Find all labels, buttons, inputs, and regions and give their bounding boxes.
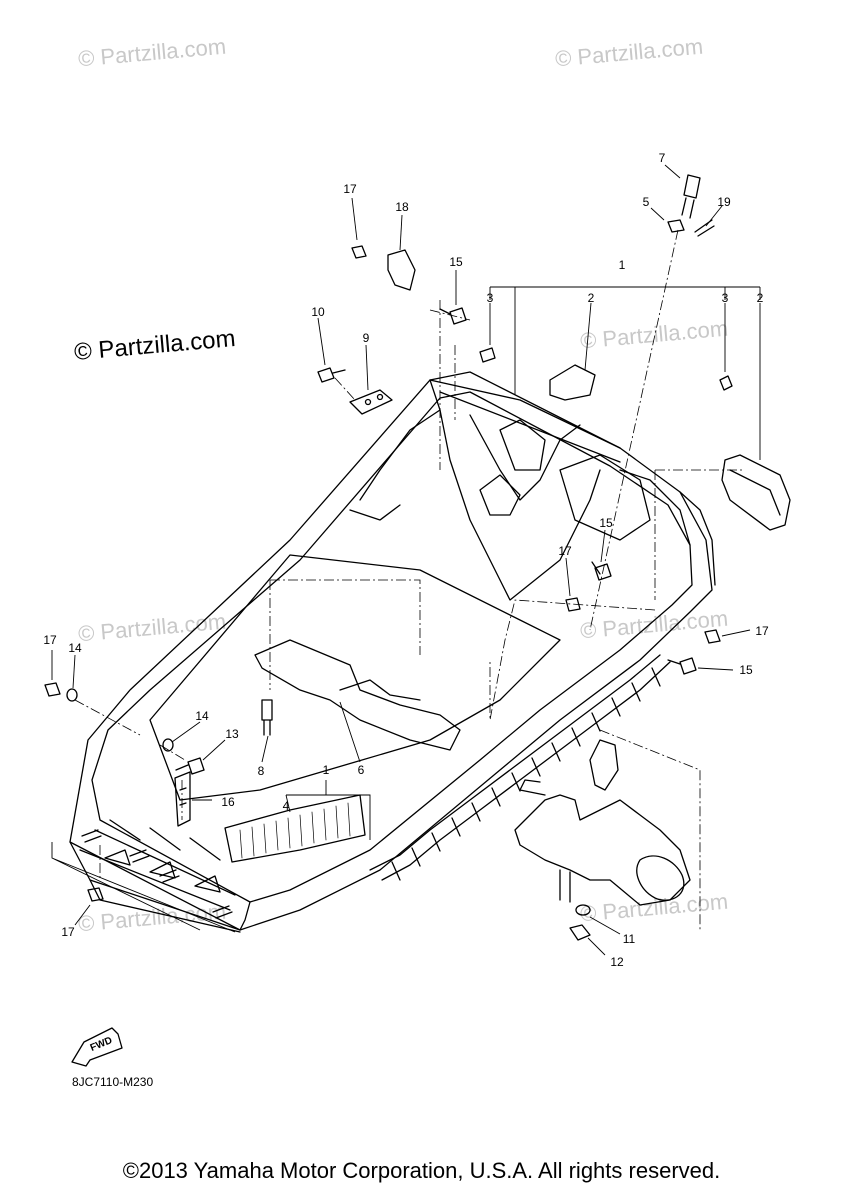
part-13-bolt [175,757,205,775]
part-3-right [719,375,733,391]
steering-unit [514,794,691,906]
side-ribs [391,667,661,881]
callout-12: 12 [610,955,624,969]
callout-17: 17 [343,182,357,196]
part-7-bolt [681,174,701,219]
callout-5: 5 [642,195,650,209]
frame-floor [149,554,561,801]
part-15-bolt [439,307,467,325]
callout-17: 17 [61,925,75,939]
callout-4: 4 [282,799,290,813]
part-15-bolt [591,561,612,581]
part-17-nut [704,629,721,644]
part-18-bracket [387,249,416,291]
rear-console [429,379,601,601]
callout-8: 8 [257,764,265,778]
callout-9: 9 [362,331,370,345]
callout-1: 1 [322,763,330,777]
frame-outer [69,371,713,931]
callout-17: 17 [558,544,572,558]
callout-6: 6 [357,763,365,777]
callout-2: 2 [587,291,595,305]
part-11-washer [575,904,591,916]
callout-3: 3 [721,291,729,305]
part-10-bolt [317,367,346,383]
callout-15: 15 [739,663,753,677]
part-17-nut [351,245,367,259]
part-14-washer [66,688,78,702]
part-17-nut [87,887,104,902]
part-16-clip [174,771,191,827]
part-17-nut [565,597,581,612]
callout-7: 7 [658,151,666,165]
callout-17: 17 [755,624,769,638]
callout-15: 15 [599,516,613,530]
fwd-arrow [71,1027,123,1067]
callout-18: 18 [395,200,409,214]
part-5-nut [667,219,685,233]
part-6-duct [254,639,461,751]
part-4-mat [224,794,366,863]
callout-3: 3 [486,291,494,305]
frame-inner [91,391,693,903]
part-8-stud [261,699,273,736]
callout-15: 15 [449,255,463,269]
callout-1: 1 [618,258,626,272]
part-17-nut [44,682,61,697]
callout-13: 13 [225,727,239,741]
diagram-code: 8JC7110-M230 [72,1075,154,1089]
part-15-bolt [667,657,697,675]
part-12-nut [569,924,591,941]
part-2-left [549,364,596,401]
copyright-notice: ©2013 Yamaha Motor Corporation, U.S.A. A… [122,1158,721,1183]
callout-17: 17 [43,633,57,647]
callout-2: 2 [756,291,764,305]
part-2-right [721,454,791,531]
callout-10: 10 [311,305,325,319]
part-19-pin [694,219,715,237]
callout-19: 19 [717,195,731,209]
callout-11: 11 [622,932,636,946]
part-9-plate [349,389,393,415]
callout-14: 14 [195,709,209,723]
callout-16: 16 [221,795,235,809]
part-3-left [479,347,496,363]
part-14-washer [162,738,174,752]
callout-14: 14 [68,641,82,655]
